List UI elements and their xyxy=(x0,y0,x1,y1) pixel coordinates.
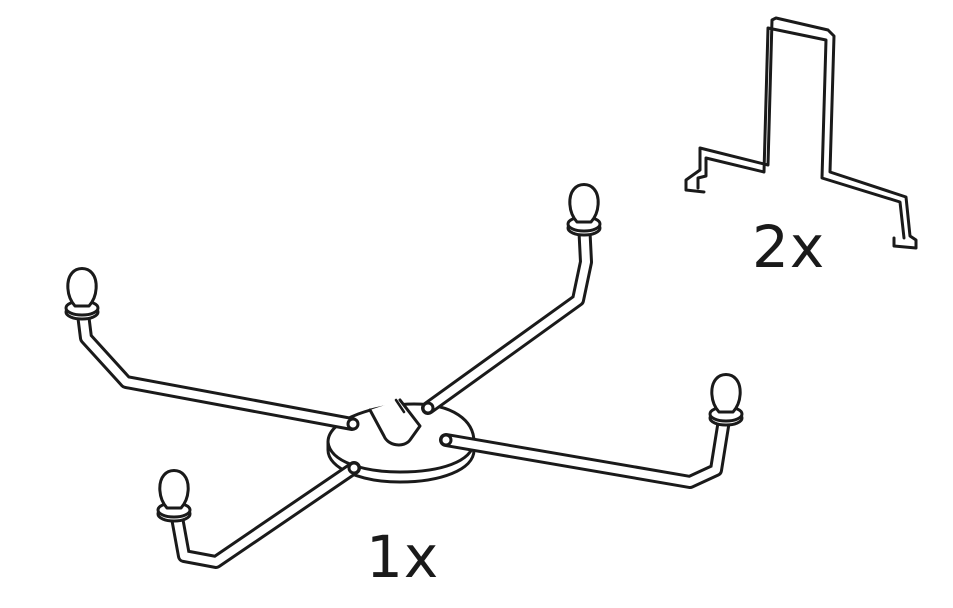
base-disc xyxy=(326,398,476,484)
bracket-quantity-label: 2x xyxy=(752,213,826,281)
arm-right xyxy=(439,373,744,489)
four-arm-holder-icon xyxy=(64,183,744,569)
arm-top-left xyxy=(64,267,360,431)
wire-bracket-icon xyxy=(684,16,918,250)
arm-bottom-left xyxy=(156,461,361,569)
holder-quantity-label: 1x xyxy=(366,523,440,591)
arm-top-right xyxy=(421,183,602,415)
